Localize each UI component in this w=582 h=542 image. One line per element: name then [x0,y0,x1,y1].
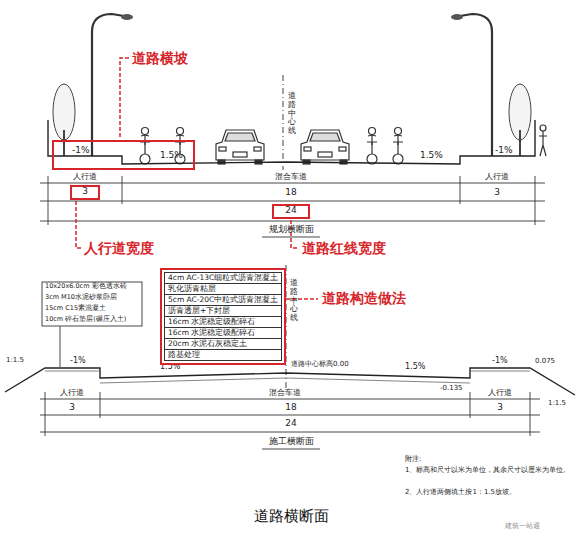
layer-text: 10cm 碎石垫层(碾压入土) [45,316,126,323]
dimension-value: 3 [497,402,503,412]
dimension-value: 24 [285,205,296,215]
callout-label: 道路横坡 [132,50,188,66]
dimension-value: 3 [494,187,500,197]
dimension-label: 混合车道 [275,172,307,181]
slope-value: -1% [492,356,508,365]
dimension-label: 人行道 [488,388,512,397]
layer-text: 20cm 水泥石灰稳定土 [165,339,281,350]
note-text: 2、人行道两侧填土按1：1.5放坡。 [405,488,575,496]
red-line-callout-box: 道路红线宽度24 [272,204,310,219]
layer-text: 16cm 水泥稳定级配碎石 [165,317,281,328]
dimension-label: 混合车道 [269,388,301,397]
width-callout-box: 人行道宽度3 [70,185,100,200]
slope-value: 1.5% [405,362,425,371]
elevation-value: 道路中心标高0.00 [291,360,349,368]
note-title: 附注: [405,455,421,463]
slope-ratio: 1:1.5 [6,356,24,364]
centerline-label: 道路中心线 [288,92,296,136]
callout-label: 道路构造做法 [322,290,406,306]
layer-text: 15cm C15素混凝土 [45,305,106,312]
slope-value: -1% [495,145,513,155]
dimension-value: 3 [82,186,88,196]
callout-label: 道路红线宽度 [302,240,386,256]
layer-text: 5cm AC-20C中粒式沥青混凝土 [165,295,281,306]
layer-text: 10x20x6.0cm 彩色透水砖 [45,283,127,290]
dimension-value: 18 [285,187,296,197]
layer-text: 16cm 水泥稳定级配碎石 [165,328,281,339]
elevation-value: -0.135 [440,384,463,392]
elevation-value: 0.075 [535,357,555,365]
slope-value: 1.5% [160,150,183,160]
dimension-label: 人行道 [73,172,97,181]
note-text: 1、标高和尺寸以米为单位，其余尺寸以厘米为单位。 [405,466,575,474]
pavement-structure-box: 4cm AC-13C细粒式沥青混凝土乳化沥青粘层5cm AC-20C中粒式沥青混… [160,268,286,365]
slope-value: -1% [70,356,86,365]
section-title: 施工横断面 [269,436,314,446]
slope-value: -1% [72,145,90,155]
figure-caption: 道路横断面 [254,508,329,525]
section-title: 规划横断面 [269,224,314,234]
layer-text: 3cm M10水泥砂浆卧层 [45,294,117,301]
watermark: 建筑一站通 [505,522,540,530]
layer-text: 4cm AC-13C细粒式沥青混凝土 [165,273,281,284]
layer-text: 沥青透层+下封层 [165,306,281,317]
layer-table: 4cm AC-13C细粒式沥青混凝土乳化沥青粘层5cm AC-20C中粒式沥青混… [164,272,282,361]
centerline-label: 道路中心线 [290,279,298,323]
layer-text: 乳化沥青粘层 [165,284,281,295]
layer-text: 路基处理 [165,350,281,360]
slope-ratio: 1:1.5 [548,399,566,407]
dimension-value: 18 [285,402,296,412]
dimension-label: 人行道 [60,388,84,397]
callout-label: 人行道宽度 [84,240,154,256]
dimension-value: 3 [69,402,75,412]
dimension-label: 人行道 [485,172,509,181]
dimension-value: 24 [285,418,296,428]
slope-callout-box: 道路横坡-1%1.5% [52,140,195,170]
slope-value: 1.5% [420,150,443,160]
